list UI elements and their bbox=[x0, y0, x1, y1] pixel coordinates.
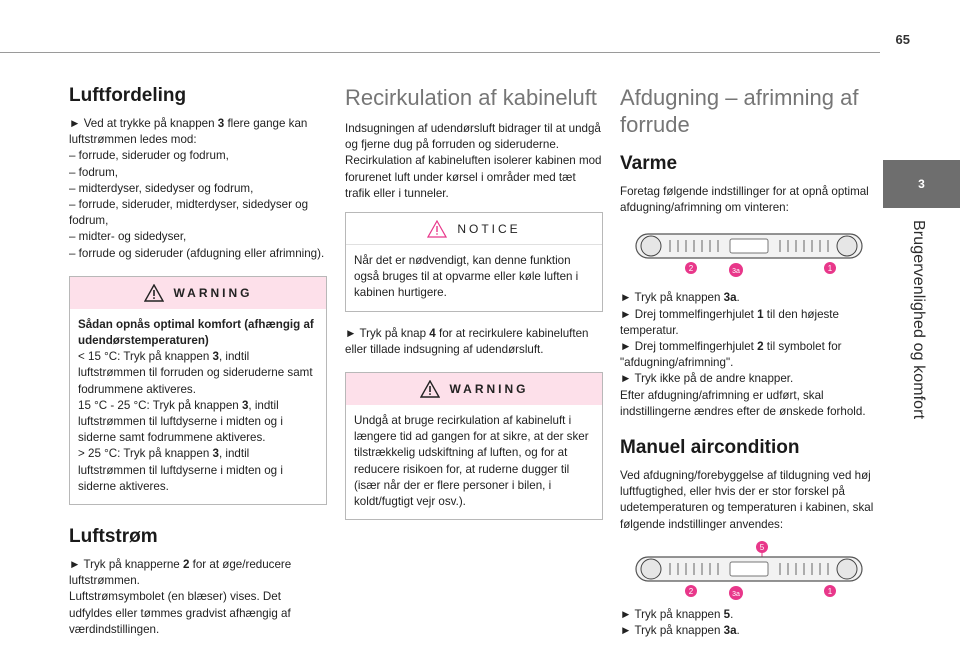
panel2-label-1: 1 bbox=[828, 587, 833, 596]
varme-text: Foretag følgende indstillinger for at op… bbox=[620, 185, 869, 215]
direction-list-item: – forrude, sideruder, midterdyser, sided… bbox=[69, 198, 309, 228]
warning-triangle-icon bbox=[143, 283, 164, 302]
direction-list-item: – forrude og sideruder (afdugning eller … bbox=[69, 246, 325, 260]
notice-title: NOTICE bbox=[457, 221, 521, 236]
airflow-instruction: ► Tryk på knapperne 2 for at øge/reducer… bbox=[69, 558, 292, 588]
recirculation-instruction: ► Tryk på knap 4 for at recirkulere kabi… bbox=[345, 326, 589, 356]
warning-triangle-icon bbox=[419, 380, 440, 398]
heading-luftfordeling: Luftfordeling bbox=[69, 85, 187, 106]
warning-title: WARNING bbox=[449, 382, 529, 397]
recirculation-text: Indsugningen af udendørsluft bidrager ti… bbox=[345, 122, 602, 200]
varme-step: ► Drej tommelfingerhjulet 1 til den høje… bbox=[620, 307, 839, 337]
panel-label-1: 1 bbox=[828, 264, 833, 273]
panel-label-2: 2 bbox=[689, 264, 694, 273]
warning-line: < 15 °C: Tryk på knappen 3, indtil lufts… bbox=[78, 350, 313, 396]
direction-list-item: – midter- og sidedyser, bbox=[69, 230, 187, 244]
header-rule bbox=[0, 52, 880, 53]
panel-label-3a: 3a bbox=[732, 268, 740, 275]
intro-instruction: ► Ved at trykke på knappen 3 flere gange… bbox=[69, 117, 308, 147]
after-text: Efter afdugning/afrimning er udført, ska… bbox=[620, 388, 866, 418]
warning-box-2: WARNING Undgå at bruge recirkulation af … bbox=[345, 372, 603, 521]
heading-defog: Afdugning – afrimning af forrude bbox=[620, 85, 859, 137]
column-1: Luftfordeling ► Ved at trykke på knappen… bbox=[69, 80, 327, 638]
varme-step: ► Tryk på knappen 3a. bbox=[620, 291, 740, 305]
varme-step: ► Drej tommelfingerhjulet 2 til symbolet… bbox=[620, 340, 842, 370]
direction-list-item: – midterdyser, sidedyser og fodrum, bbox=[69, 181, 254, 195]
chapter-number: 3 bbox=[883, 160, 960, 208]
climate-panel-drawing-1: 2 3a 1 bbox=[635, 233, 863, 278]
manual-ac-step: ► Tryk på knappen 5. bbox=[620, 607, 734, 621]
heading-luftstrom: Luftstrøm bbox=[69, 526, 158, 548]
warning-text: Undgå at bruge recirkulation af kabinelu… bbox=[354, 414, 589, 509]
climate-panel-drawing-2: 5 2 3a 1 bbox=[635, 540, 863, 600]
warning-title: WARNING bbox=[173, 285, 253, 300]
heading-recirculation: Recirkulation af kabineluft bbox=[345, 85, 597, 110]
control-panel-illustration: 2 3a 1 bbox=[620, 228, 878, 278]
warning-bold-intro: Sådan opnås optimal komfort (afhængig af… bbox=[78, 317, 314, 348]
notice-header: NOTICE bbox=[346, 213, 602, 246]
panel2-label-3a: 3a bbox=[732, 591, 740, 598]
chapter-title: Brugervenlighed og komfort bbox=[910, 220, 927, 420]
heading-varme: Varme bbox=[620, 153, 678, 174]
warning-header: WARNING bbox=[70, 276, 326, 309]
airflow-text: Luftstrømsymbolet (en blæser) vises. Det… bbox=[69, 590, 291, 636]
panel-label-5: 5 bbox=[760, 543, 765, 552]
notice-triangle-icon bbox=[427, 219, 448, 238]
column-2: Recirkulation af kabineluft Indsugningen… bbox=[345, 80, 603, 521]
notice-box: NOTICE Når det er nødvendigt, kan denne … bbox=[345, 212, 603, 312]
manual-ac-step: ► Tryk på knappen 3a. bbox=[620, 624, 740, 638]
chapter-tab: 3 Brugervenlighed og komfort bbox=[883, 140, 960, 640]
notice-text: Når det er nødvendigt, kan denne funktio… bbox=[354, 254, 579, 300]
column-3: Afdugning – afrimning af forrude Varme F… bbox=[620, 80, 878, 639]
varme-step: ► Tryk ikke på de andre knapper. bbox=[620, 372, 794, 386]
control-panel-illustration-2: 5 2 3a 1 bbox=[620, 540, 878, 601]
heading-manual-ac: Manuel aircondition bbox=[620, 437, 800, 459]
direction-list-item: – fodrum, bbox=[69, 165, 118, 179]
panel2-label-2: 2 bbox=[689, 587, 694, 596]
page-number: 65 bbox=[895, 32, 910, 47]
warning-line: 15 °C - 25 °C: Tryk på knappen 3, indtil… bbox=[78, 398, 283, 445]
warning-header: WARNING bbox=[346, 373, 602, 406]
manual-ac-text: Ved afdugning/forebyggelse af tildugning… bbox=[620, 469, 874, 531]
warning-line: > 25 °C: Tryk på knappen 3, indtil lufts… bbox=[78, 447, 283, 493]
warning-box: WARNING Sådan opnås optimal komfort (afh… bbox=[69, 275, 327, 506]
direction-list-item: – forrude, sideruder og fodrum, bbox=[69, 149, 229, 163]
